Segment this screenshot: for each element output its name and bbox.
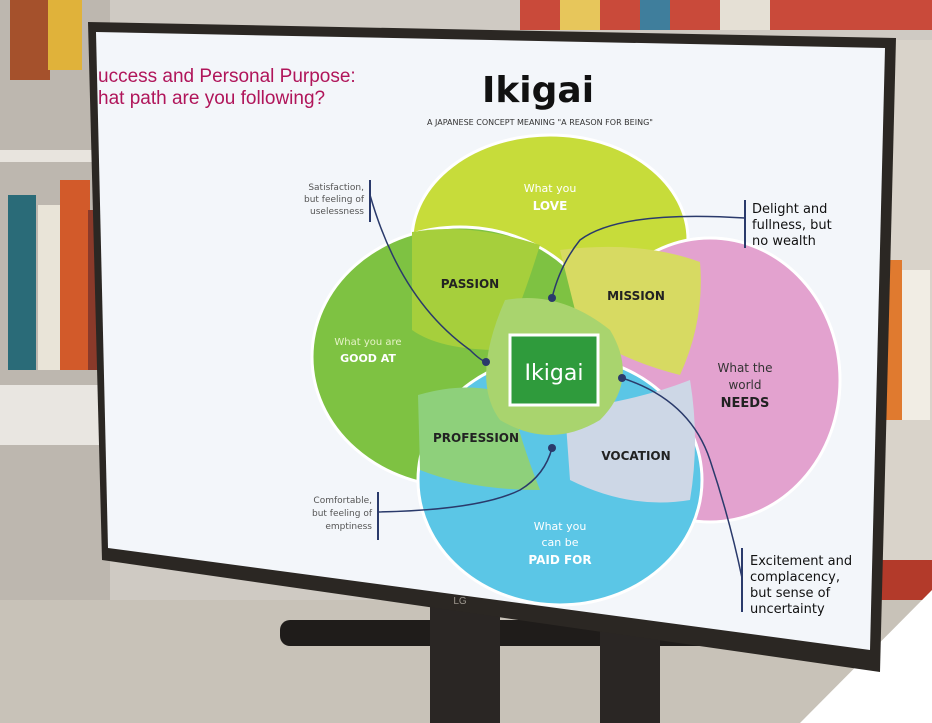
annotation-excitement: Excitement and complacency, but sense of… <box>741 548 852 617</box>
needs-line1: What the <box>717 361 772 375</box>
connector-lines <box>369 194 746 579</box>
delight-line1: Delight and <box>752 202 827 217</box>
mission-label: MISSION <box>607 289 665 303</box>
paid-for-line2: can be <box>541 536 578 549</box>
good-at-line1: What you are <box>334 337 401 348</box>
connector-dots <box>482 294 626 452</box>
comfortable-line3: emptiness <box>325 522 372 532</box>
comfortable-line1: Comfortable, <box>313 496 372 506</box>
good-at-line2: GOOD AT <box>340 352 396 365</box>
love-line2: LOVE <box>533 199 568 213</box>
satisfaction-line3: uselessness <box>310 207 364 217</box>
passion-label: PASSION <box>441 277 499 291</box>
profession-label: PROFESSION <box>433 431 519 445</box>
slide-title: Ikigai <box>482 70 594 111</box>
satisfaction-line1: Satisfaction, <box>308 183 364 193</box>
excitement-line4: uncertainty <box>750 602 825 617</box>
monitor-brand-logo: LG <box>453 596 467 607</box>
slide-subtitle: A JAPANESE CONCEPT MEANING "A REASON FOR… <box>427 118 653 127</box>
slide-heading-line2: hat path are you following? <box>98 88 325 109</box>
excitement-line3: but sense of <box>750 586 831 601</box>
annotation-comfortable: Comfortable, but feeling of emptiness <box>312 492 379 540</box>
paid-for-line3: PAID FOR <box>528 553 591 567</box>
vocation-label: VOCATION <box>601 449 670 463</box>
excitement-line2: complacency, <box>750 570 840 585</box>
delight-line2: fullness, but <box>752 218 832 233</box>
paid-for-line1: What you <box>534 520 587 533</box>
excitement-line1: Excitement and <box>750 554 852 569</box>
love-line1: What you <box>524 182 577 195</box>
center-label: Ikigai <box>525 361 584 386</box>
needs-line2: world <box>728 378 761 392</box>
center-ikigai-box <box>508 333 600 407</box>
venn-diagram: Ikigai What you LOVE What you are GOOD A… <box>310 133 842 607</box>
satisfaction-line2: but feeling of <box>304 195 365 205</box>
overlap-mission <box>560 246 701 375</box>
annotation-delight: Delight and fullness, but no wealth <box>744 200 832 249</box>
needs-line3: NEEDS <box>721 396 770 411</box>
slide-heading-line1: uccess and Personal Purpose: <box>98 66 356 87</box>
annotation-satisfaction: Satisfaction, but feeling of uselessness <box>304 180 371 222</box>
delight-line3: no wealth <box>752 234 816 249</box>
comfortable-line2: but feeling of <box>312 509 373 519</box>
